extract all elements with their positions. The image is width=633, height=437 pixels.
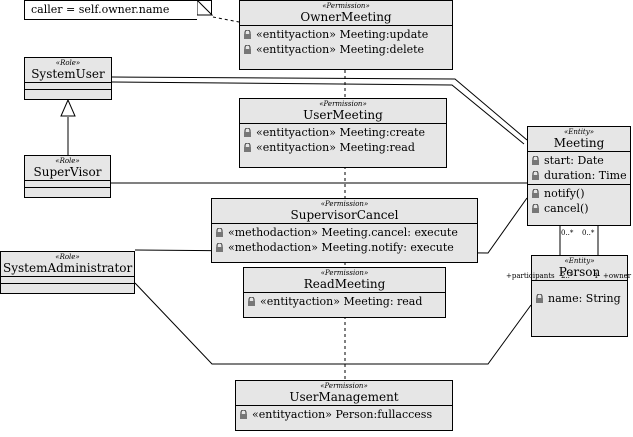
attributes-compartment: name: String [532, 280, 627, 322]
padlock-icon [244, 143, 251, 152]
class-read-meeting[interactable]: «Permission» ReadMeeting «entityaction» … [243, 267, 446, 318]
multiplicity-label: 2..* [561, 272, 574, 280]
padlock-icon [244, 128, 251, 137]
class-name: OwnerMeeting [300, 10, 392, 24]
members-compartment: «entityaction» Person:fullaccess [236, 405, 452, 423]
member-text: «methodaction» Meeting.notify: execute [228, 241, 454, 254]
padlock-icon [532, 189, 539, 198]
constraint-note: caller = self.owner.name [24, 0, 212, 20]
member-row[interactable]: «entityaction» Meeting:read [243, 140, 443, 155]
stereotype-label: «Entity» [563, 128, 594, 136]
member-text: «entityaction» Meeting:create [256, 126, 425, 139]
entity-person[interactable]: «Entity» Person name: String [531, 255, 628, 337]
member-row[interactable]: «entityaction» Meeting:create [243, 125, 443, 140]
stereotype-label: «Role» [55, 253, 80, 261]
entity-name: Meeting [553, 136, 605, 150]
padlock-icon [536, 294, 543, 303]
padlock-icon [244, 45, 251, 54]
member-text: «entityaction» Meeting:update [256, 28, 429, 41]
class-user-management[interactable]: «Permission» UserManagement «entityactio… [235, 380, 453, 431]
attribute-text: start: Date [544, 154, 604, 167]
class-name: UserMeeting [303, 108, 383, 122]
class-user-meeting[interactable]: «Permission» UserMeeting «entityaction» … [239, 98, 447, 168]
padlock-icon [532, 156, 539, 165]
stereotype-label: «Permission» [320, 269, 369, 277]
note-anchor-line [212, 16, 240, 23]
member-row[interactable]: «methodaction» Meeting.notify: execute [215, 240, 474, 255]
role-name: SystemUser [31, 67, 105, 81]
multiplicity-label: 0..* [561, 229, 574, 237]
padlock-icon [248, 297, 255, 306]
member-row[interactable]: «entityaction» Person:fullaccess [239, 407, 449, 422]
class-name: SupervisorCancel [290, 208, 399, 222]
operations-compartment: notify() cancel() [528, 184, 630, 217]
empty-compartment [25, 187, 110, 194]
multiplicity-label: 1 [594, 272, 599, 280]
class-supervisor-cancel[interactable]: «Permission» SupervisorCancel «methodact… [211, 198, 478, 263]
role-label: +owner [603, 272, 632, 280]
stereotype-label: «Permission» [319, 100, 367, 108]
member-text: «entityaction» Meeting:read [256, 141, 415, 154]
padlock-icon [532, 204, 539, 213]
operation-row[interactable]: notify() [531, 186, 627, 201]
padlock-icon [244, 30, 251, 39]
role-label: +participants [506, 272, 555, 280]
padlock-icon [216, 243, 223, 252]
role-system-user[interactable]: «Role» SystemUser [24, 57, 112, 100]
stereotype-label: «Permission» [320, 382, 368, 390]
members-compartment: «entityaction» Meeting: read [244, 292, 445, 310]
role-name: SuperVisor [33, 165, 102, 179]
attribute-row[interactable]: duration: Time [531, 168, 627, 183]
member-row[interactable]: «entityaction» Meeting:delete [243, 42, 449, 57]
member-text: «methodaction» Meeting.cancel: execute [228, 226, 458, 239]
attribute-text: name: String [548, 292, 621, 305]
members-compartment: «entityaction» Meeting:create «entityact… [240, 123, 446, 156]
attributes-compartment: start: Date duration: Time [528, 151, 630, 184]
stereotype-label: «Entity» [564, 257, 595, 265]
members-compartment: «methodaction» Meeting.cancel: execute «… [212, 223, 477, 256]
padlock-icon [532, 171, 539, 180]
stereotype-label: «Permission» [320, 200, 369, 208]
systemuser-meeting-link-a [111, 76, 528, 141]
members-compartment: «entityaction» Meeting:update «entityact… [240, 25, 452, 58]
role-system-administrator[interactable]: «Role» SystemAdministrator [0, 251, 135, 294]
note-folded-corner-icon [197, 0, 213, 20]
stereotype-label: «Role» [55, 59, 81, 67]
member-text: «entityaction» Meeting: read [260, 295, 423, 308]
systemuser-meeting-link-b [111, 81, 525, 145]
empty-compartment [1, 283, 134, 290]
member-row[interactable]: «entityaction» Meeting: read [247, 294, 442, 309]
attribute-row[interactable]: start: Date [531, 153, 627, 168]
member-text: «entityaction» Person:fullaccess [252, 408, 433, 421]
member-row[interactable]: «methodaction» Meeting.cancel: execute [215, 225, 474, 240]
empty-compartment [25, 82, 111, 89]
member-text: «entityaction» Meeting:delete [256, 43, 425, 56]
empty-compartment [1, 276, 134, 283]
operation-text: notify() [544, 187, 585, 200]
class-name: ReadMeeting [303, 277, 386, 291]
entity-meeting[interactable]: «Entity» Meeting start: Date duration: T… [527, 126, 631, 226]
multiplicity-label: 0..* [582, 229, 595, 237]
member-row[interactable]: «entityaction» Meeting:update [243, 27, 449, 42]
constraint-note-text: caller = self.owner.name [31, 3, 170, 16]
sysadmin-person-link [134, 282, 532, 365]
generalization-arrowhead [60, 98, 76, 117]
empty-compartment [25, 89, 111, 96]
entity-name: Person [558, 265, 601, 279]
operation-text: cancel() [544, 202, 589, 215]
role-supervisor[interactable]: «Role» SuperVisor [24, 155, 111, 198]
padlock-icon [216, 228, 223, 237]
empty-compartment [25, 180, 110, 187]
stereotype-label: «Role» [55, 157, 80, 165]
role-name: SystemAdministrator [3, 261, 133, 275]
class-name: UserManagement [289, 390, 399, 404]
attribute-row[interactable]: name: String [535, 291, 624, 306]
class-owner-meeting[interactable]: «Permission» OwnerMeeting «entityaction»… [239, 0, 453, 70]
operation-row[interactable]: cancel() [531, 201, 627, 216]
stereotype-label: «Permission» [322, 2, 370, 10]
padlock-icon [240, 410, 247, 419]
attribute-text: duration: Time [544, 169, 627, 182]
